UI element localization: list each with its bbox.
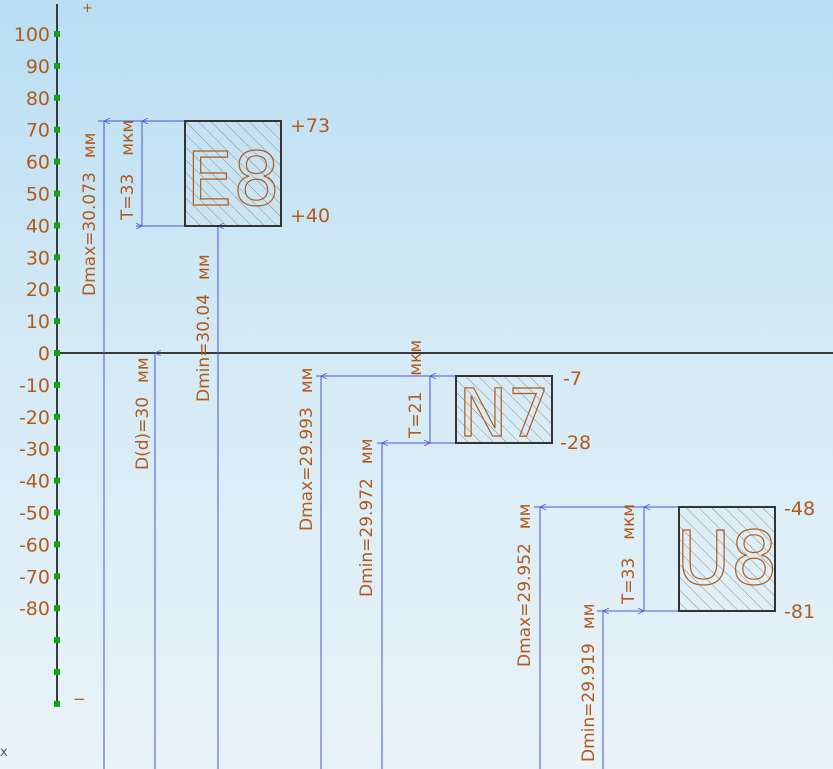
axis-tick-mark bbox=[54, 62, 60, 69]
axis-tick-label: 60 bbox=[26, 152, 50, 174]
zone-u8: U8 -48 -81 Dmax=29.952мм Dmin=29.919мм T… bbox=[515, 498, 815, 762]
axis-tick-label: -40 bbox=[19, 471, 50, 493]
zone-n7-dmax: Dmax=29.993мм bbox=[297, 367, 317, 531]
dimension-lines bbox=[98, 121, 679, 769]
axis-tick-mark bbox=[54, 94, 60, 101]
axis-minus-sign: − bbox=[73, 690, 86, 708]
zone-e8-dmax: Dmax=30.073мм bbox=[80, 132, 100, 296]
axis-tick-label: -60 bbox=[19, 534, 50, 556]
axis-tick-mark bbox=[54, 318, 60, 325]
axis-tick-mark bbox=[54, 31, 60, 37]
axis-tick-label: 20 bbox=[26, 279, 50, 301]
axis-tick-mark bbox=[54, 477, 60, 484]
axis-tick-label: 0 bbox=[38, 343, 50, 365]
axis-tick-mark bbox=[54, 381, 60, 388]
axis-tick-mark bbox=[54, 222, 60, 229]
zone-n7-lower: -28 bbox=[560, 432, 591, 454]
axis-tick-mark bbox=[54, 669, 60, 675]
zone-e8: E8 +73 +40 Dmax=30.073мм Dmin=30.04мм T=… bbox=[80, 115, 330, 402]
zone-u8-dmin: Dmin=29.919мм bbox=[579, 603, 599, 762]
zone-e8-upper: +73 bbox=[290, 115, 330, 137]
zone-n7-upper: -7 bbox=[563, 368, 582, 390]
axis-tick-mark bbox=[54, 254, 60, 261]
axis-tick-label: -30 bbox=[19, 439, 50, 461]
axis-tick-label: 50 bbox=[26, 184, 50, 206]
zone-e8-name: E8 bbox=[186, 137, 280, 223]
zone-e8-lower: +40 bbox=[290, 205, 330, 227]
axis-tick-mark bbox=[54, 158, 60, 165]
axis-tick-mark bbox=[54, 126, 60, 133]
axis-tick-label: -50 bbox=[19, 503, 50, 525]
axis-tick-label: 100 bbox=[14, 24, 50, 46]
zone-n7: N7 -7 -28 Dmax=29.993мм Dmin=29.972мм T=… bbox=[297, 340, 591, 597]
corner-mark: x bbox=[0, 745, 8, 760]
axis-tick-mark bbox=[54, 541, 60, 548]
axis-tick-mark bbox=[54, 286, 60, 293]
axis-tick-mark bbox=[54, 605, 60, 612]
zone-n7-dmin: Dmin=29.972мм bbox=[357, 438, 377, 597]
zone-u8-lower: -81 bbox=[784, 601, 815, 623]
axis-ticks: 1009080706050403020100-10-20-30-40-50-60… bbox=[14, 24, 60, 707]
axis-tick-label: 30 bbox=[26, 247, 50, 269]
axis-tick-mark bbox=[54, 509, 60, 516]
axis-tick-mark bbox=[54, 350, 60, 356]
axis-tick-mark bbox=[54, 700, 60, 707]
zone-u8-tolerance: T=33мкм bbox=[619, 504, 639, 605]
axis-tick-label: 80 bbox=[26, 88, 50, 110]
axis-tick-label: -80 bbox=[19, 598, 50, 620]
nominal-label: D(d)=30мм bbox=[133, 357, 153, 470]
zone-e8-dmin: Dmin=30.04мм bbox=[194, 254, 214, 402]
zone-u8-upper: -48 bbox=[784, 498, 815, 520]
zone-n7-name: N7 bbox=[458, 375, 549, 452]
axis-tick-label: 10 bbox=[26, 311, 50, 333]
axis-tick-mark bbox=[54, 413, 60, 420]
axis-tick-label: -10 bbox=[19, 375, 50, 397]
axis-plus-sign: + bbox=[82, 1, 93, 16]
zone-e8-tolerance: T=33мкм bbox=[118, 120, 138, 221]
zone-u8-name: U8 bbox=[676, 516, 777, 602]
zone-u8-dmax: Dmax=29.952мм bbox=[515, 503, 535, 667]
axis-tick-label: 70 bbox=[26, 120, 50, 142]
axis-tick-label: 90 bbox=[26, 56, 50, 78]
axis-tick-mark bbox=[54, 573, 60, 580]
axis-tick-label: 40 bbox=[26, 215, 50, 237]
axis-tick-mark bbox=[54, 445, 60, 452]
zone-n7-tolerance: T=21мкм bbox=[406, 340, 426, 439]
axis-tick-label: -70 bbox=[19, 566, 50, 588]
axis-tick-mark bbox=[54, 637, 60, 644]
axis-tick-mark bbox=[54, 190, 60, 197]
axis-tick-label: -20 bbox=[19, 407, 50, 429]
